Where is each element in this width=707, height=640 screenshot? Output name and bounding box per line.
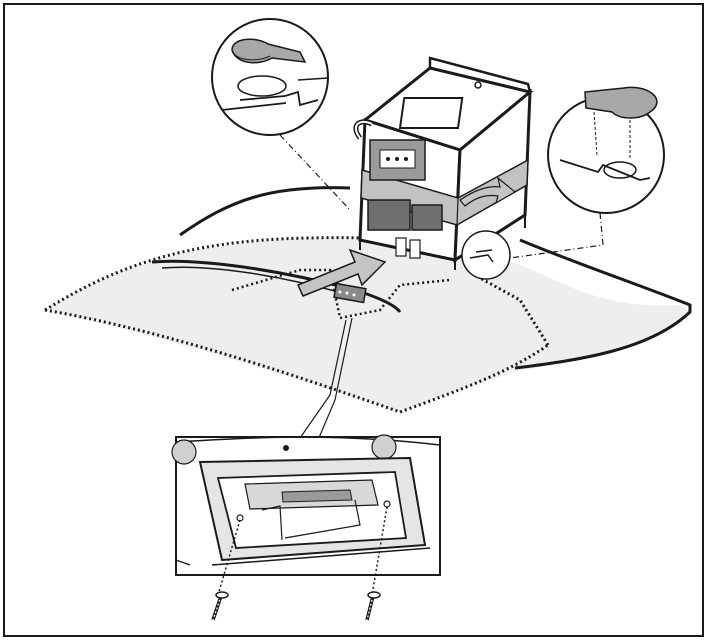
canopy-clip (461, 230, 511, 280)
insertion-arrow (296, 176, 517, 297)
screw-right (365, 506, 388, 621)
detail-callout-left (211, 18, 351, 211)
detail-callout-right (509, 86, 665, 259)
motor-housing (353, 56, 534, 270)
detail-callout-bottom-underside (171, 434, 441, 576)
screw-left (211, 519, 241, 621)
border-frame (3, 3, 704, 637)
